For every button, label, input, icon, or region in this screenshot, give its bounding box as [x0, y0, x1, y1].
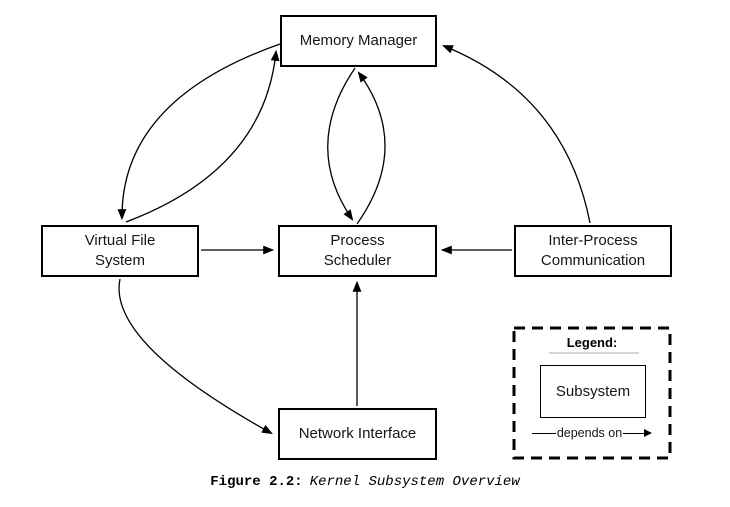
- legend-subsystem-label: Subsystem: [555, 383, 631, 400]
- node-inter-process-communication-label: Inter-Process Communication: [540, 232, 646, 269]
- node-memory-manager-label: Memory Manager: [299, 32, 418, 49]
- edge-memory-manager-to-process-scheduler: [327, 67, 356, 221]
- node-process-scheduler-label: Process Scheduler: [323, 232, 392, 269]
- edge-vfs-to-network-interface: [118, 278, 273, 435]
- legend-depends-line-right: [623, 432, 645, 434]
- edge-process-scheduler-to-memory-manager: [356, 71, 386, 225]
- node-virtual-file-system-label: Virtual File System: [84, 232, 156, 269]
- legend-title: Legend:: [566, 335, 618, 350]
- edge-ipc-to-memory-manager: [441, 45, 591, 224]
- node-inter-process-communication: Inter-Process Communication: [514, 225, 672, 277]
- edge-vfs-to-memory-manager: [125, 49, 280, 223]
- legend-border: [512, 326, 672, 460]
- node-memory-manager: Memory Manager: [280, 15, 437, 67]
- legend-depends-arrowhead-icon: [644, 429, 653, 437]
- legend-depends-label: depends on: [556, 426, 623, 440]
- figure-caption: Figure 2.2: Kernel Subsystem Overview: [0, 474, 730, 490]
- node-network-interface: Network Interface: [278, 408, 437, 460]
- legend-depends-line-left: [531, 432, 556, 434]
- figure-caption-title: Kernel Subsystem Overview: [309, 474, 520, 490]
- figure-caption-label: Figure 2.2:: [210, 474, 303, 490]
- edge-memory-manager-to-vfs: [117, 43, 281, 221]
- node-virtual-file-system: Virtual File System: [41, 225, 199, 277]
- legend-depends-row: depends on: [514, 426, 670, 440]
- node-process-scheduler: Process Scheduler: [278, 225, 437, 277]
- legend-subsystem-box: Subsystem: [540, 365, 646, 418]
- node-network-interface-label: Network Interface: [298, 425, 417, 442]
